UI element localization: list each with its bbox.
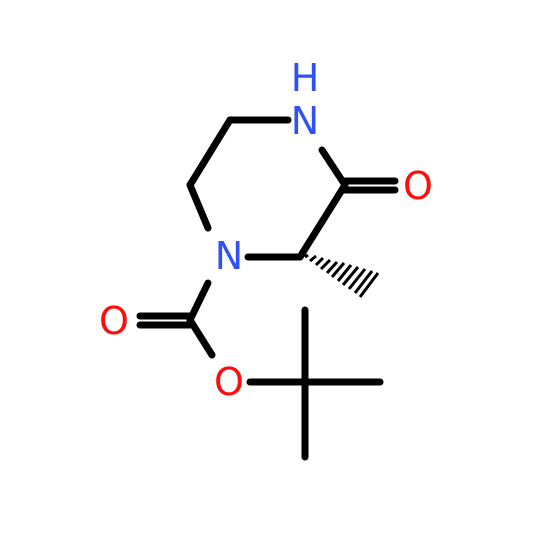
atom-nh-label: N: [291, 99, 319, 143]
hashed-wedge-methyl: [304, 253, 380, 298]
atom-o-ester-label: O: [214, 360, 244, 404]
bond-nh-carbonyl: [318, 146, 349, 189]
atom-h-label: H: [291, 56, 320, 100]
atom-o-ketone-label: O: [403, 164, 433, 208]
bond-n-ch2: [186, 181, 212, 232]
atom-o-carbonyl-label: O: [99, 299, 129, 343]
bond-boc-carbon-oxygen: [186, 316, 216, 359]
atom-n-boc-label: N: [215, 234, 243, 278]
bond-ch2-ch2: [186, 116, 234, 189]
bond-carbonyl-chiral: [296, 181, 349, 261]
bond-n-boc-carbon: [186, 279, 212, 324]
